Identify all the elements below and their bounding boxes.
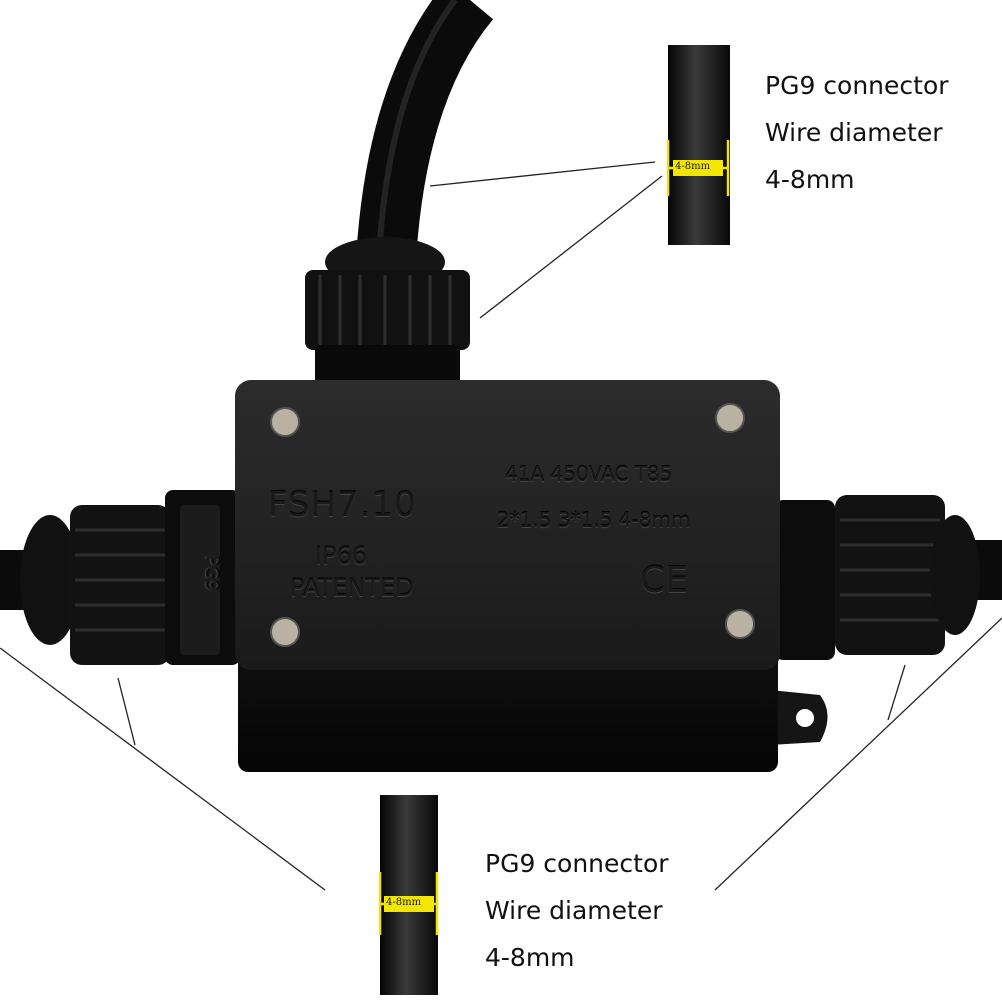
top-size-marker: 4-8mm <box>675 161 711 172</box>
gland-label-marking: PG9 <box>201 555 222 592</box>
bottom-caption: PG9 connector Wire diameter 4-8mm <box>485 840 669 981</box>
top-cable <box>355 0 494 282</box>
junction-box <box>235 380 828 772</box>
model-marking: FSH7.10 <box>268 485 417 525</box>
left-cable-gland <box>20 490 240 665</box>
top-caption-connector: PG9 connector <box>765 71 949 100</box>
screw-icons <box>270 403 755 647</box>
bottom-caption-diameter-label: Wire diameter <box>485 896 663 925</box>
right-cable-gland <box>775 495 980 660</box>
bottom-caption-connector: PG9 connector <box>485 849 669 878</box>
wire-spec-marking: 2*1.5 3*1.5 4-8mm <box>497 508 691 532</box>
electrical-rating-marking: 41A 450VAC T85 <box>505 462 673 486</box>
top-wire-inset <box>666 45 730 245</box>
bottom-wire-inset <box>378 795 439 995</box>
patented-marking: PATENTED <box>290 574 414 602</box>
top-caption: PG9 connector Wire diameter 4-8mm <box>765 62 949 203</box>
top-caption-diameter-label: Wire diameter <box>765 118 943 147</box>
ip-rating-marking: IP66 <box>315 542 368 570</box>
leader-lines <box>0 161 1002 891</box>
bottom-caption-diameter-value: 4-8mm <box>485 943 575 972</box>
top-caption-diameter-value: 4-8mm <box>765 165 855 194</box>
top-cable-gland <box>305 237 470 385</box>
ce-mark: CE <box>640 560 688 601</box>
bottom-size-marker: 4-8mm <box>386 897 422 908</box>
